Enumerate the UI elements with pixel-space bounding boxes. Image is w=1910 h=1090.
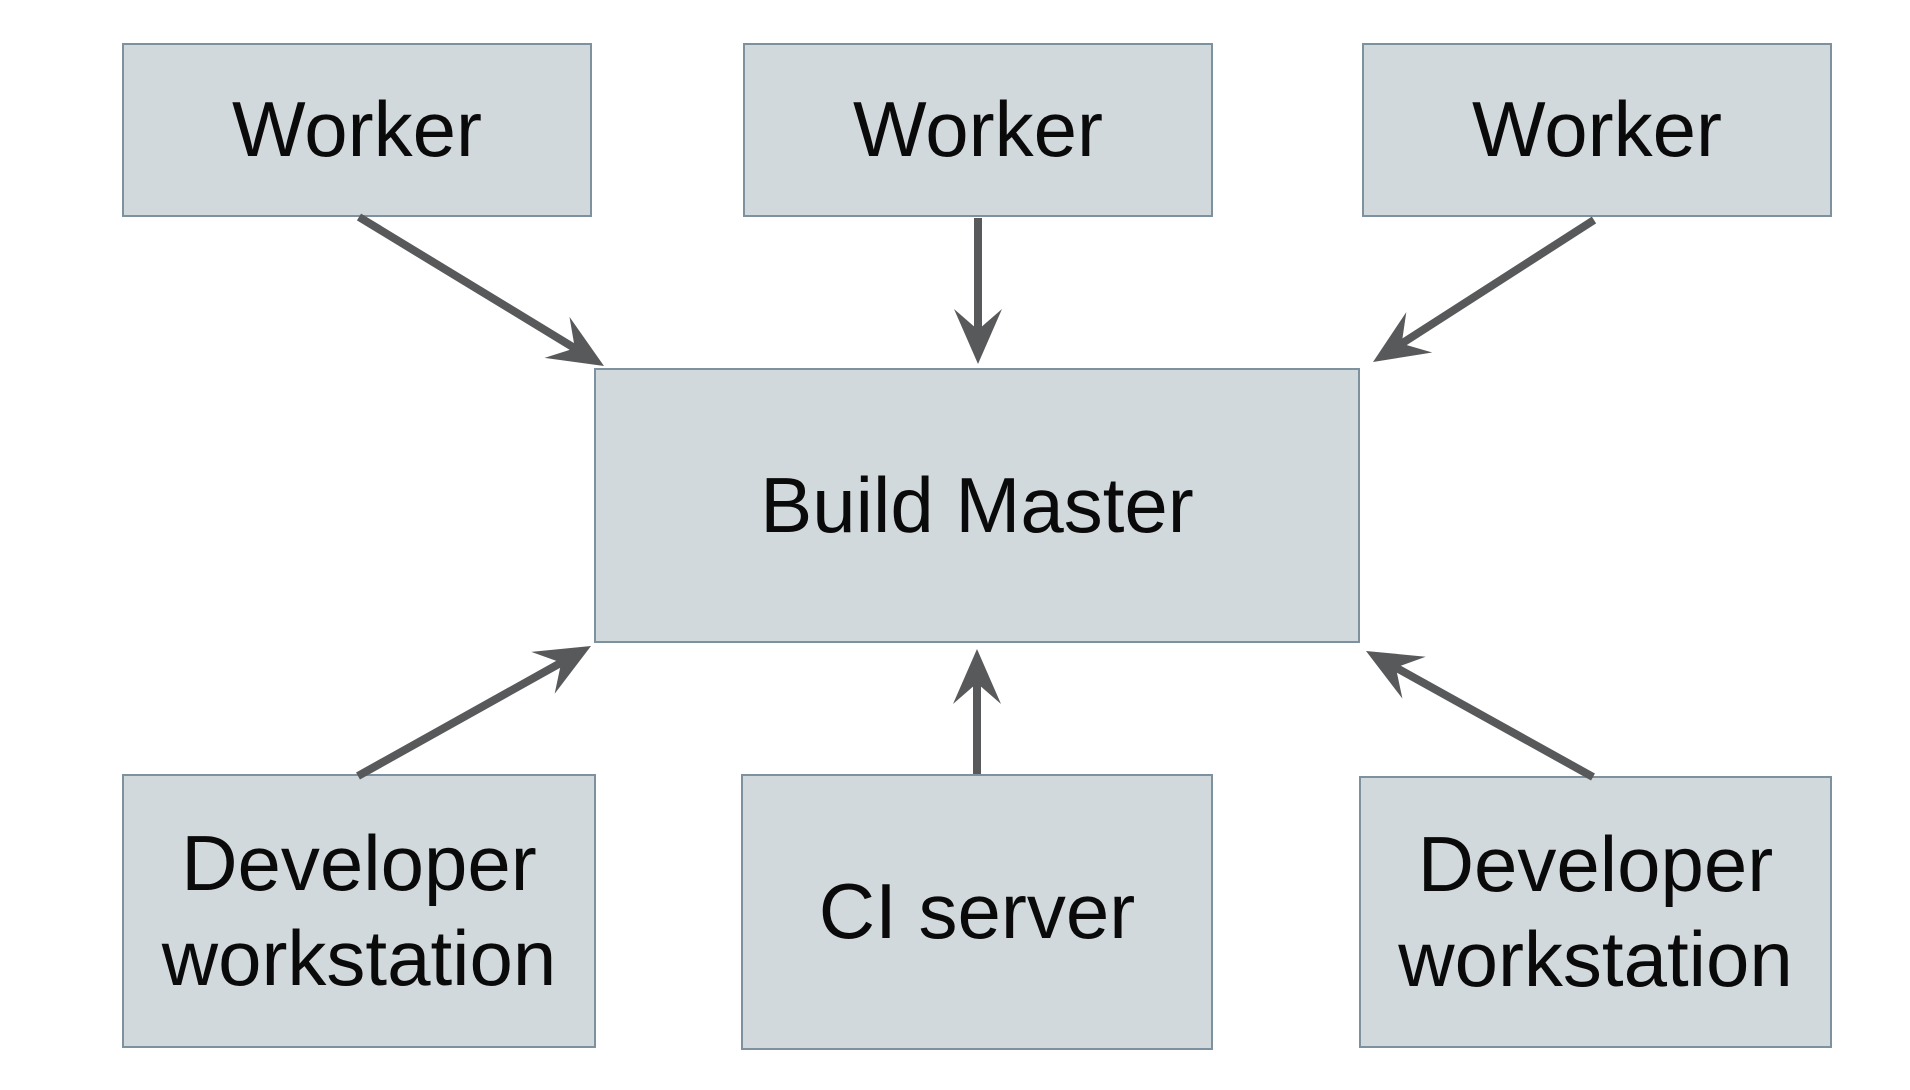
node-worker-2: Worker [743,43,1213,217]
node-ci-server: CI server [741,774,1213,1050]
node-worker-3: Worker [1362,43,1832,217]
node-worker-1: Worker [122,43,592,217]
node-developer-workstation-right: Developer workstation [1359,776,1832,1048]
node-label-worker-1: Worker [232,85,482,174]
node-label-developer-workstation-left: Developer workstation [161,818,557,1002]
node-label-worker-3: Worker [1472,85,1722,174]
node-build-master: Build Master [594,368,1360,643]
node-label-build-master: Build Master [760,460,1194,549]
node-developer-workstation-left: Developer workstation [122,774,596,1048]
node-label-worker-2: Worker [853,85,1103,174]
node-label-developer-workstation-right: Developer workstation [1398,819,1793,1003]
node-label-ci-server: CI server [818,867,1136,956]
